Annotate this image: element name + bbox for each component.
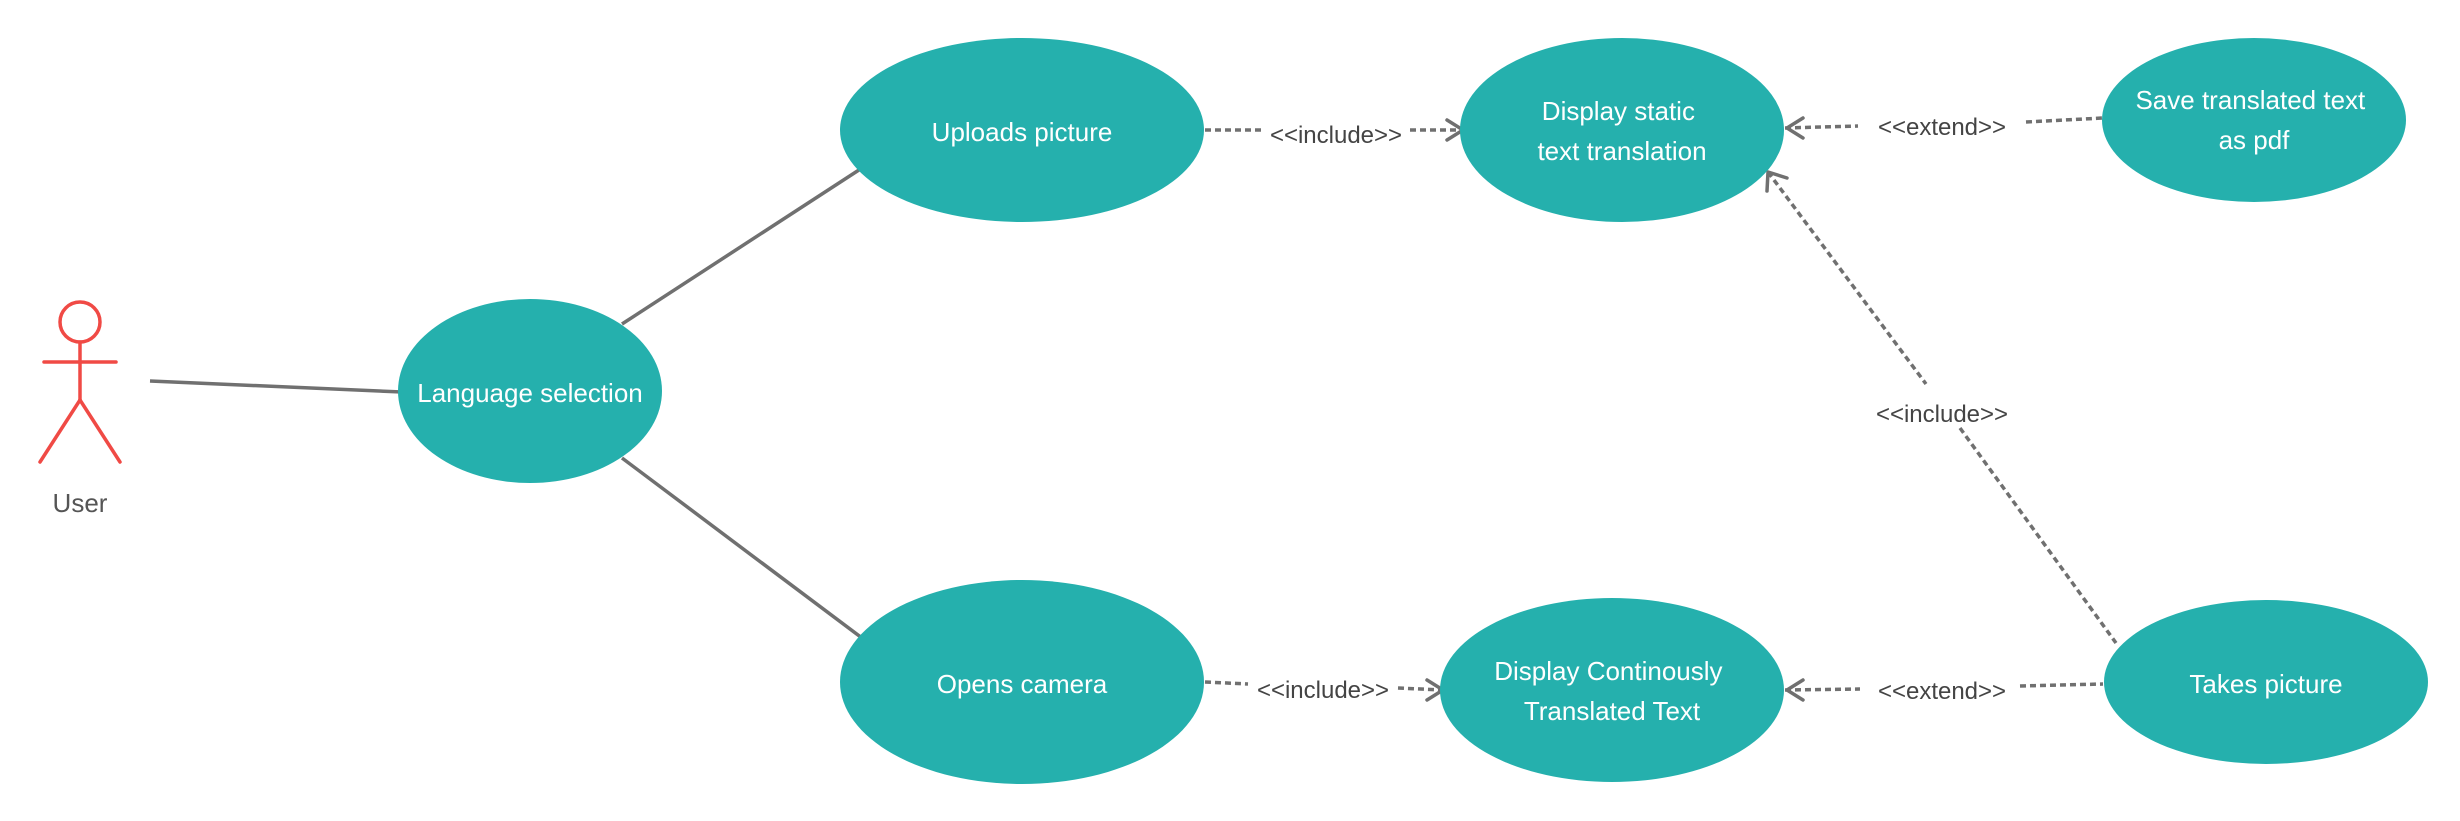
usecase-save-translated-pdf: Save translated text as pdf xyxy=(2102,38,2406,202)
usecase-language-selection: Language selection xyxy=(398,299,662,483)
svg-text:Display static text tran: Display static text translation xyxy=(1537,96,1706,166)
association-language-camera xyxy=(620,456,864,640)
usecase-display-continuous-translation: Display Continously Translated Text xyxy=(1440,598,1784,782)
label-include-camera-continuous: <<include>> xyxy=(1257,677,1389,704)
association-language-upload xyxy=(621,166,863,326)
actor-label: User xyxy=(53,488,108,518)
usecase-label-line2: Translated Text xyxy=(1524,696,1701,726)
svg-text:Save translated text as: Save translated text as pdf xyxy=(2135,85,2372,155)
usecase-display-static-translation: Display static text translation xyxy=(1460,38,1784,222)
svg-text:Takes picture: Takes picture xyxy=(2189,669,2342,699)
svg-text:Language selection: Language selection xyxy=(417,378,643,408)
label-extend-save-static: <<extend>> xyxy=(1878,114,2006,141)
extend-save-to-static xyxy=(1784,116,2104,140)
association-user-language xyxy=(149,379,403,394)
usecase-label: Uploads picture xyxy=(932,117,1113,147)
label-include-takes-static: <<include>> xyxy=(1876,401,2008,428)
usecase-takes-picture: Takes picture xyxy=(2104,600,2428,764)
usecase-label-line1: Save translated text xyxy=(2135,85,2366,115)
label-include-upload-static: <<include>> xyxy=(1270,122,1402,149)
usecase-label: Takes picture xyxy=(2189,669,2342,699)
extend-takes-to-continuous xyxy=(1784,678,2104,702)
usecase-label-line1: Display Continously xyxy=(1494,656,1722,686)
actor-user: User xyxy=(38,300,122,518)
svg-text:Opens camera: Opens camera xyxy=(937,669,1108,699)
label-extend-takes-continuous: <<extend>> xyxy=(1878,678,2006,705)
usecase-label: Opens camera xyxy=(937,669,1108,699)
usecase-label-line2: as pdf xyxy=(2219,125,2291,155)
svg-text:Display Continously Tran: Display Continously Translated Text xyxy=(1494,656,1730,726)
svg-text:Uploads picture: Uploads picture xyxy=(932,117,1113,147)
stick-figure-icon xyxy=(38,300,122,464)
usecase-uploads-picture: Uploads picture xyxy=(840,38,1204,222)
usecase-opens-camera: Opens camera xyxy=(840,580,1204,784)
include-takes-to-static xyxy=(1765,170,2118,645)
usecase-label-line1: Display static xyxy=(1542,96,1695,126)
usecase-label-line2: text translation xyxy=(1537,136,1706,166)
usecase-label: Language selection xyxy=(417,378,643,408)
